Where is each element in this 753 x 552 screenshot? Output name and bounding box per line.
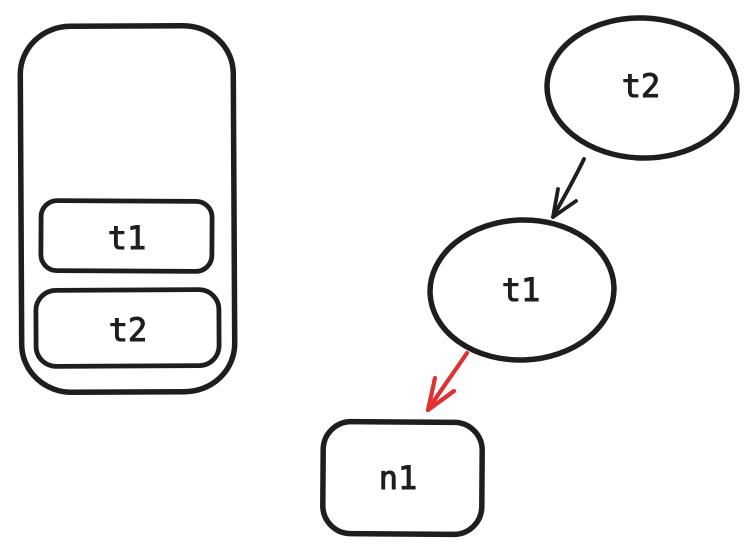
ellipse-node-t2-label: t2 <box>622 67 661 105</box>
arrow-t1-to-n1-shaft <box>425 350 470 413</box>
arrow-t2-to-t1-barb2 <box>551 199 578 219</box>
container-item-t1: t1 <box>38 198 215 274</box>
arrow-t1-to-n1 <box>425 350 470 413</box>
container-item-t2-shape <box>33 287 222 369</box>
container-item-t1-label: t1 <box>108 219 147 257</box>
arrow-t1-to-n1-barb1 <box>425 375 438 413</box>
ellipse-node-t2: t2 <box>544 15 740 161</box>
container-item-t2: t2 <box>33 287 222 369</box>
container-item-t1-shape <box>38 198 215 274</box>
container-box <box>17 22 238 396</box>
arrow-t2-to-t1 <box>551 157 586 219</box>
ellipse-node-t1: t1 <box>427 217 617 363</box>
rect-node-n1: n1 <box>320 418 485 538</box>
ellipse-node-t1-label: t1 <box>502 271 541 309</box>
arrow-t1-to-n1-barb2 <box>425 388 457 413</box>
ellipse-node-t2-shape <box>544 15 740 161</box>
ellipse-node-t1-shape <box>427 217 617 363</box>
rect-node-n1-shape <box>320 418 485 538</box>
arrow-t2-to-t1-barb1 <box>551 187 560 219</box>
rect-node-n1-label: n1 <box>379 459 418 497</box>
container-item-t2-label: t2 <box>109 311 148 349</box>
